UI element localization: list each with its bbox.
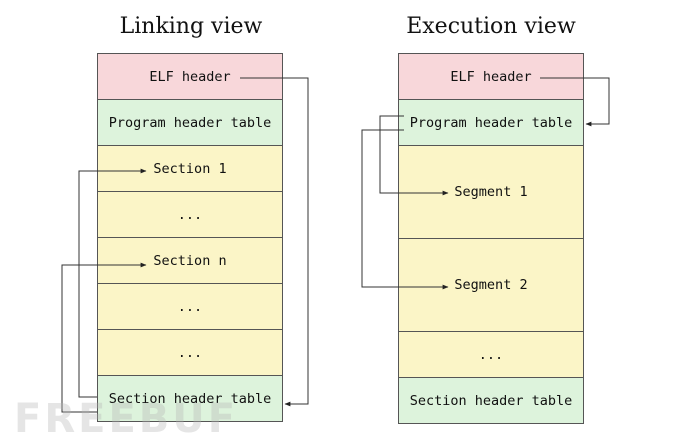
freebuf-watermark: FREEBUF xyxy=(14,396,239,442)
arrow-elf-to-program-header-table xyxy=(540,77,610,127)
execution-view-title: Execution view xyxy=(406,14,576,39)
linking-section-n: Section n xyxy=(97,237,283,284)
execution-program-header-table: Program header table xyxy=(398,99,584,146)
linking-ellipsis-2: ... xyxy=(97,283,283,330)
execution-view-column: ELF header Program header table Segment … xyxy=(398,53,584,424)
arrow-sht-to-section-n xyxy=(61,262,147,413)
arrow-sht-to-section-1 xyxy=(78,168,147,398)
linking-section-header-table: Section header table xyxy=(97,375,283,422)
linking-ellipsis-1: ... xyxy=(97,191,283,238)
linking-program-header-table: Program header table xyxy=(97,99,283,146)
arrow-pht-to-segment-2 xyxy=(361,129,449,290)
execution-segment-2: Segment 2 xyxy=(398,238,584,332)
execution-section-header-table: Section header table xyxy=(398,377,584,424)
linking-view-title: Linking view xyxy=(119,14,263,39)
execution-ellipsis: ... xyxy=(398,331,584,378)
arrow-pht-to-segment-1 xyxy=(379,115,449,196)
linking-view-column: ELF header Program header table Section … xyxy=(97,53,283,422)
execution-segment-1: Segment 1 xyxy=(398,145,584,239)
execution-elf-header: ELF header xyxy=(398,53,584,100)
arrow-elf-to-section-header-table xyxy=(240,77,309,407)
